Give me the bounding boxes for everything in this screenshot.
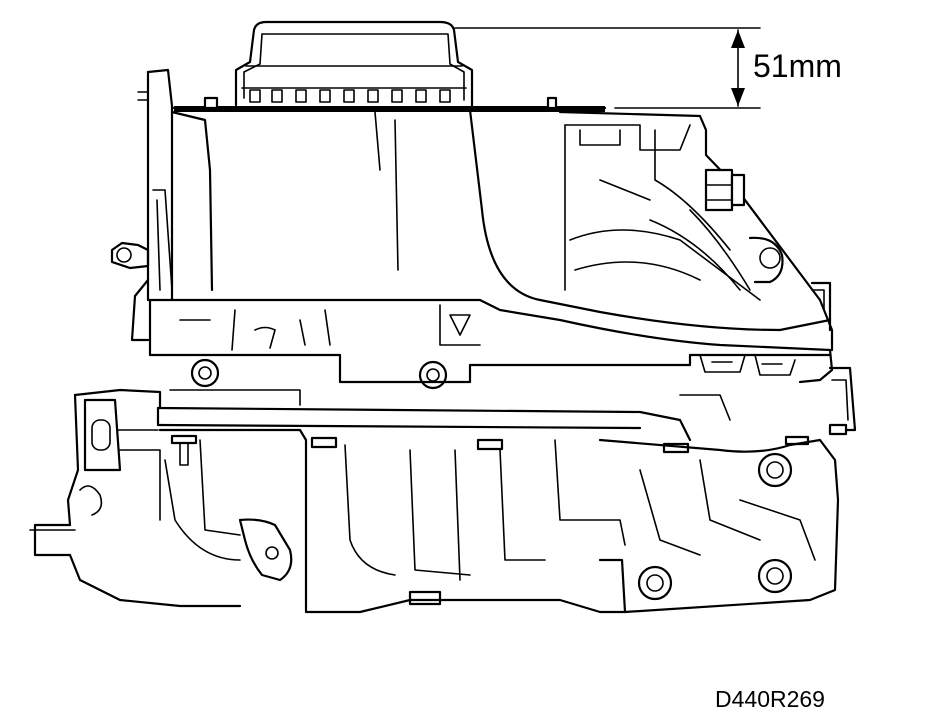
dimension-label: 51mm — [753, 48, 842, 84]
figure-code: D440R269 — [715, 686, 825, 712]
dimension-marker — [454, 27, 761, 109]
top-cover — [234, 20, 474, 110]
top-flange — [172, 96, 607, 112]
main-housing-upper — [170, 108, 834, 352]
horizontal-strut — [156, 389, 731, 442]
left-bracket — [110, 68, 174, 342]
middle-band — [148, 298, 857, 432]
left-mount — [29, 388, 242, 608]
lower-housing — [158, 428, 840, 614]
